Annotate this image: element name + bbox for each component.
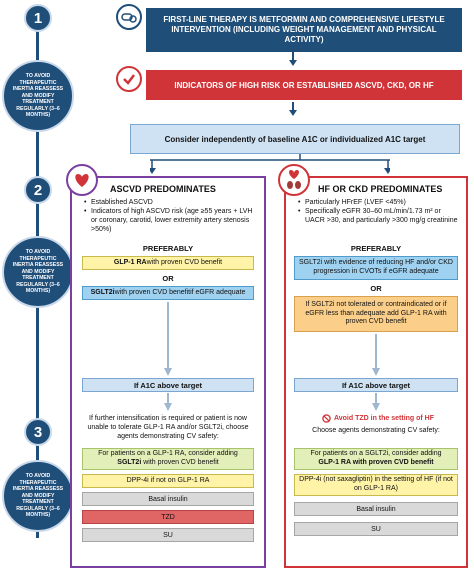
checkmark-icon [116, 66, 142, 92]
arrow-down-icon [372, 393, 380, 411]
glp1-fallback-option: If SGLT2i not tolerated or contraindicat… [294, 296, 458, 332]
glp1-ra-option: GLP-1 RA with proven CVD benefit [82, 256, 254, 270]
step-2-badge: 2 [24, 176, 52, 204]
first-line-therapy-banner: FIRST-LINE THERAPY IS METFORMIN AND COMP… [146, 8, 462, 52]
basal-insulin-option: Basal insulin [294, 502, 458, 516]
su-option: SU [82, 528, 254, 542]
or-label: OR [162, 274, 174, 283]
list-item: Particularly HFrEF (LVEF <45%) [298, 198, 462, 207]
green-line-2: SGLT2i [117, 459, 142, 466]
if-a1c-above-target-left: If A1C above target [82, 378, 254, 392]
sglt2-add-glp1-option: For patients on a SGLT2i, consider addin… [294, 448, 458, 470]
preferably-label: PREFERABLY [350, 244, 402, 253]
sglt2i-hf-option: SGLT2i with evidence of reducing HF and/… [294, 256, 458, 280]
if-a1c-above-target-right: If A1C above target [294, 378, 458, 392]
avoid-tzd-line: Avoid TZD in the setting of HF [300, 414, 456, 423]
pill-icon [116, 4, 142, 30]
green-line-3: with proven CVD benefit [141, 459, 219, 466]
sglt2-detail: with proven CVD benefit [114, 288, 191, 296]
step-3-badge: 3 [24, 418, 52, 446]
consider-independently-box: Consider independently of baseline A1C o… [130, 124, 460, 154]
tzd-option: TZD [82, 510, 254, 524]
green-line-2: GLP-1 RA with proven CVD benefit [318, 459, 434, 466]
step-1-badge: 1 [24, 4, 52, 32]
split-connector [150, 154, 390, 174]
green-line-1: For patients on a GLP-1 RA, consider add… [98, 450, 238, 458]
reassess-note-2: TO AVOID THERAPEUTIC INERTIA REASSESS AN… [2, 236, 74, 308]
sglt2-tail: if eGFR adequate [190, 288, 246, 296]
su-option: SU [294, 522, 458, 536]
preferably-label: PREFERABLY [142, 244, 194, 253]
heart-icon [66, 164, 98, 196]
arrow-down-icon [372, 334, 380, 376]
reassess-note-1: TO AVOID THERAPEUTIC INERTIA REASSESS AN… [2, 60, 74, 132]
glp1-label: GLP-1 RA [113, 258, 147, 266]
glp1-add-sglt2-option: For patients on a GLP-1 RA, consider add… [82, 448, 254, 470]
no-symbol-icon [322, 414, 331, 423]
choose-agents-text: Choose agents demonstrating CV safety: [312, 427, 440, 434]
arrow-down-icon [164, 393, 172, 411]
ascvd-title: ASCVD PREDOMINATES [110, 184, 216, 194]
list-item: Established ASCVD [84, 198, 260, 207]
arrow-down-icon [288, 52, 298, 71]
hf-ckd-criteria-list: Particularly HFrEF (LVEF <45%) Specifica… [298, 198, 462, 225]
further-intensification-text: If further intensification is required o… [87, 415, 249, 441]
list-item: Specifically eGFR 30–60 mL/min/1.73 m² o… [298, 207, 462, 225]
arrow-down-icon [164, 302, 172, 376]
dpp4i-hf-option: DPP-4i (not saxagliptin) in the setting … [294, 474, 458, 496]
dpp4i-option: DPP-4i if not on GLP-1 RA [82, 474, 254, 488]
sglt2i-option: SGLT2i with proven CVD benefit if eGFR a… [82, 286, 254, 300]
ascvd-criteria-list: Established ASCVD Indicators of high ASC… [84, 198, 260, 234]
glp1-detail: with proven CVD benefit [146, 258, 223, 266]
green-line-1: For patients on a SGLT2i, consider addin… [310, 450, 442, 458]
reassess-note-3: TO AVOID THERAPEUTIC INERTIA REASSESS AN… [2, 460, 74, 532]
or-label: OR [370, 284, 382, 293]
avoid-tzd-text: Avoid TZD in the setting of HF [333, 415, 435, 422]
arrow-down-icon [288, 102, 298, 121]
sglt2-label: SGLT2i [90, 288, 115, 296]
hf-ckd-title: HF OR CKD PREDOMINATES [318, 184, 443, 194]
list-item: Indicators of high ASCVD risk (age ≥55 y… [84, 207, 260, 234]
heart-kidney-icon [278, 164, 310, 196]
high-risk-indicators-banner: INDICATORS OF HIGH RISK OR ESTABLISHED A… [146, 70, 462, 100]
basal-insulin-option: Basal insulin [82, 492, 254, 506]
